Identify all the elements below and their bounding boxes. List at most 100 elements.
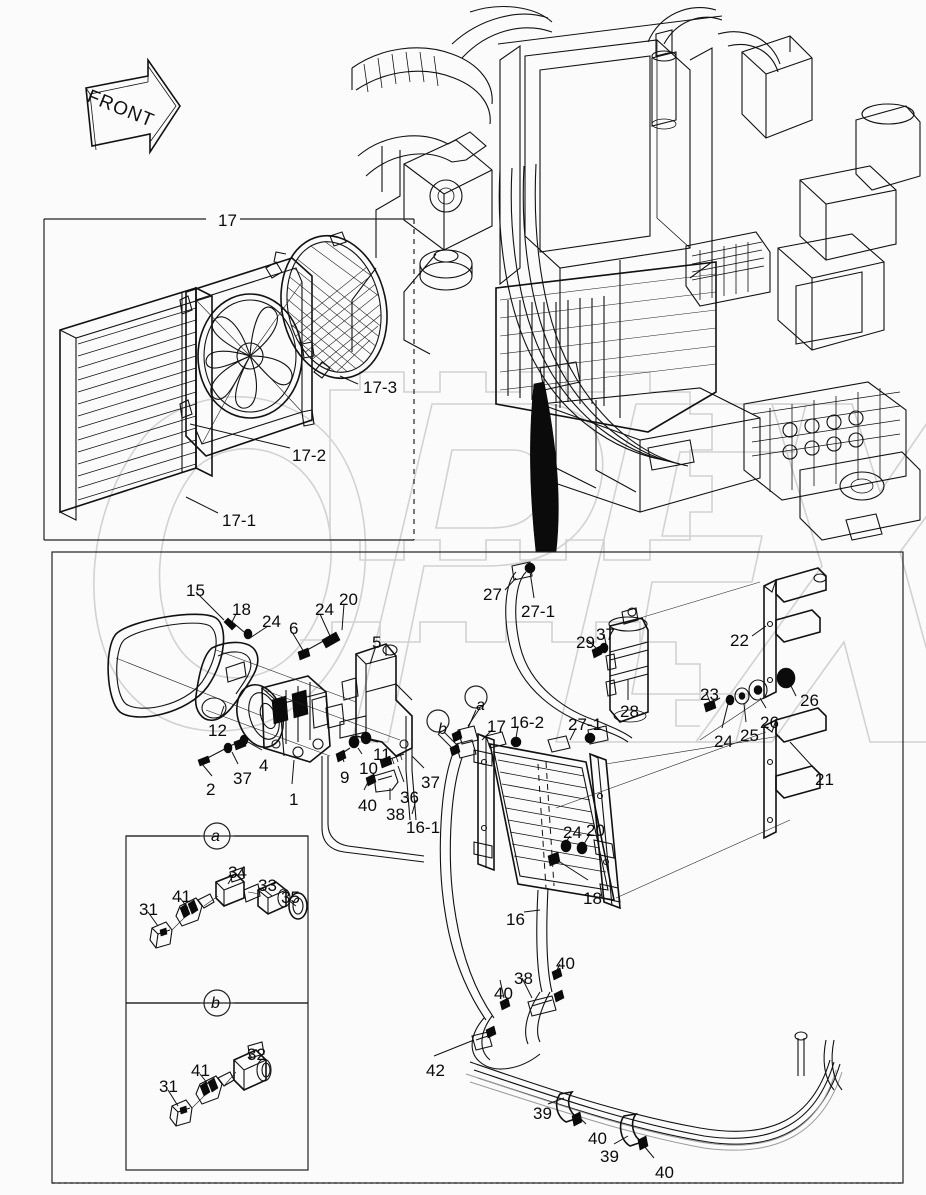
detail-b-header <box>126 989 308 1017</box>
part-16-liquid-hose <box>439 755 553 1021</box>
part-38-clamp-lower <box>527 989 565 1017</box>
part-28-receiver-dryer <box>605 607 649 723</box>
callout-40-b: 40 <box>494 984 513 1003</box>
callout-39-a: 39 <box>533 1104 552 1123</box>
part-15-drive-belt <box>107 613 225 718</box>
callout-27-1-a: 27-1 <box>521 602 556 621</box>
detail-box-a-letter: a <box>211 828 220 845</box>
callout-18-b: 18 <box>583 889 602 908</box>
part-1-compressor <box>236 675 345 763</box>
callout-29: 29 <box>576 633 595 652</box>
detail-leaders <box>147 873 297 1107</box>
callout-17-3: 17-3 <box>363 378 398 397</box>
callout-21-bracket: 21 <box>815 770 834 789</box>
callout-circle-b: b <box>438 721 447 738</box>
part-42-clamp <box>471 1025 497 1051</box>
callout-17-lower: 17 <box>487 717 506 736</box>
detail-a-header <box>126 822 308 850</box>
callout-41-a: 41 <box>172 887 191 906</box>
callout-25: 25 <box>740 726 759 745</box>
callout-41-b: 41 <box>191 1061 210 1080</box>
callout-17-1: 17-1 <box>222 511 257 530</box>
callout-40-e: 40 <box>655 1163 674 1182</box>
callout-40-c: 40 <box>556 954 575 973</box>
part-22-upper-bracket <box>763 567 827 700</box>
callout-10: 10 <box>359 759 378 778</box>
callout-20-a: 20 <box>339 590 358 609</box>
callout-40-a: 40 <box>358 796 377 815</box>
part-17-2-fan-shroud <box>179 257 315 457</box>
callout-1-compressor: 1 <box>289 790 299 809</box>
callout-34: 34 <box>228 863 247 882</box>
hose-bundle <box>465 991 843 1151</box>
detail-callout-links <box>437 709 477 749</box>
compressor-leaders <box>115 591 425 815</box>
part-27-hose <box>505 561 633 745</box>
callout-28-dryer: 28 <box>620 702 639 721</box>
callout-40-d: 40 <box>588 1129 607 1148</box>
callout-35: 35 <box>281 888 300 907</box>
part-17-condenser-lower <box>473 731 621 910</box>
callout-26-b: 26 <box>800 691 819 710</box>
detail-a-parts <box>149 867 308 949</box>
callout-18: 18 <box>232 600 251 619</box>
callout-42: 42 <box>426 1061 445 1080</box>
callout-39-b: 39 <box>600 1147 619 1166</box>
callout-22-bracket: 22 <box>730 631 749 650</box>
callout-24-a: 24 <box>262 612 281 631</box>
bottom-hose-leaders <box>433 963 655 1159</box>
callout-33: 33 <box>258 876 277 895</box>
group-17-leaders <box>185 375 359 514</box>
callout-37-a: 37 <box>233 769 252 788</box>
callout-38-b: 38 <box>514 969 533 988</box>
dryer-fasteners <box>591 642 609 659</box>
callout-36: 36 <box>400 788 419 807</box>
detail-b-parts <box>169 1041 272 1127</box>
callout-16-hose: 16 <box>506 910 525 929</box>
bracket-hardware <box>703 667 796 713</box>
callout-38-a: 38 <box>386 805 405 824</box>
callout-37-b: 37 <box>421 773 440 792</box>
detail-box-b-letter: b <box>211 995 220 1012</box>
dryer-bracket-leaders <box>504 571 813 809</box>
callout-20-b: 20 <box>586 821 605 840</box>
part-12-idler-arm <box>194 641 259 721</box>
callout-31-a: 31 <box>139 900 158 919</box>
callout-4: 4 <box>259 756 269 775</box>
callout-17-2: 17-2 <box>292 446 327 465</box>
callout-32: 32 <box>247 1045 266 1064</box>
callout-circle-a: a <box>476 697 485 714</box>
part-40-clips <box>499 967 563 1011</box>
callout-9: 9 <box>340 768 350 787</box>
callout-24-d: 24 <box>563 823 582 842</box>
callout-37-c: 37 <box>596 625 615 644</box>
callout-5-bracket: 5 <box>372 633 382 652</box>
callout-2: 2 <box>206 780 216 799</box>
callout-12-tensioner: 12 <box>208 721 227 740</box>
callout-26-a: 26 <box>760 713 779 732</box>
part-21-lower-bracket <box>763 707 827 840</box>
callout-24-b: 24 <box>315 600 334 619</box>
callout-23: 23 <box>700 685 719 704</box>
callout-27-1-b: 27-1 <box>568 715 603 734</box>
group-17-frame <box>43 218 415 541</box>
callout-31-b: 31 <box>159 1077 178 1096</box>
part-17-1-condenser-core <box>59 286 213 521</box>
callout-17: 17 <box>218 211 237 230</box>
gear-watermark <box>300 371 713 727</box>
main-frame <box>51 551 904 1184</box>
callout-15-belt: 15 <box>186 581 205 600</box>
compressor-fasteners <box>197 617 405 793</box>
callout-24-c: 24 <box>714 732 733 751</box>
callout-6: 6 <box>289 619 299 638</box>
